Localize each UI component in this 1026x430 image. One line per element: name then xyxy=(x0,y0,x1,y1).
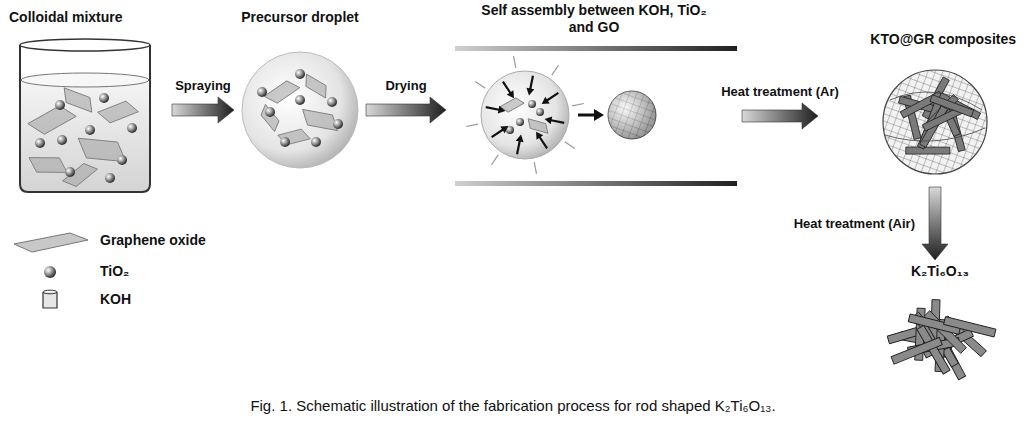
stage-heading: Colloidal mixture xyxy=(9,9,123,26)
process-stage: Colloidal mixture xyxy=(5,8,170,196)
legend-swatch-part xyxy=(44,266,56,278)
beaker-illustration-part-part xyxy=(35,138,45,148)
assembly-illustration-part-part xyxy=(466,124,478,126)
droplet-illustration xyxy=(242,52,358,168)
process-arrow xyxy=(172,97,234,123)
assembly-illustration-part-part xyxy=(552,65,559,75)
process-stage: K₂Ti₆O₁₃ xyxy=(880,262,1000,392)
droplet-illustration-part-part xyxy=(258,103,283,134)
process-arrow xyxy=(922,187,948,260)
beaker-illustration-part-part xyxy=(60,159,99,191)
assembly-illustration-part-part xyxy=(536,108,544,116)
droplet-illustration-part-part xyxy=(300,71,332,101)
assembly-illustration-part xyxy=(466,56,584,174)
legend-swatch-part xyxy=(43,290,57,294)
assembly-illustration-part-part xyxy=(536,132,543,140)
assembly-illustration-part xyxy=(455,181,737,186)
assembly-illustration-part xyxy=(578,114,596,117)
beaker-illustration-part-part xyxy=(58,84,97,116)
stage-heading: Precursor droplet xyxy=(241,9,358,26)
assembly-illustration-part-part xyxy=(516,118,524,126)
assembly-illustration-part-part xyxy=(572,104,584,106)
legend-swatch xyxy=(14,233,88,308)
process-stage: KTO@GR composites xyxy=(820,30,1020,185)
beaker-illustration-part xyxy=(21,73,149,87)
arrow-label: Heat treatment (Air) xyxy=(792,216,917,232)
assembly-illustration-part xyxy=(481,71,569,159)
beaker-illustration xyxy=(20,39,150,192)
process-arrow xyxy=(742,103,818,129)
legend-label: TiO₂ xyxy=(100,263,129,280)
droplet-illustration-part xyxy=(257,69,343,147)
legend-label: Graphene oxide xyxy=(100,232,206,249)
assembly-illustration-part-part xyxy=(514,56,516,68)
assembly-illustration-part xyxy=(608,91,656,139)
beaker-illustration-part-part xyxy=(55,100,65,110)
process-stage: Precursor droplet xyxy=(236,8,364,178)
arrow-label: Spraying xyxy=(173,78,233,94)
assembly-illustration-part xyxy=(608,91,656,139)
assembly-illustration-part xyxy=(455,46,737,51)
rods-illustration xyxy=(887,300,996,380)
assembly-illustration-part-part xyxy=(534,162,536,174)
composite-illustration-part xyxy=(898,77,980,154)
composite-illustration-part xyxy=(885,92,985,141)
figure-caption: Fig. 1. Schematic illustration of the fa… xyxy=(0,397,1026,415)
beaker-illustration-part-part xyxy=(27,153,70,178)
beaker-illustration-part-part xyxy=(117,155,127,165)
assembly-illustration-part-part xyxy=(500,126,508,133)
beaker-illustration-part-part xyxy=(26,102,78,139)
assembly-illustration-part-part xyxy=(528,100,536,108)
beaker-illustration-part-part xyxy=(65,167,75,177)
stage-heading: KTO@GR composites xyxy=(870,31,1016,48)
assembly-illustration-part-part xyxy=(507,90,514,98)
assembly-illustration xyxy=(455,46,737,186)
beaker-illustration-part xyxy=(21,80,149,191)
stage-heading: Self assembly between KOH, TiO₂ and GO xyxy=(479,2,709,36)
droplet-illustration-part xyxy=(242,52,358,168)
process-stage: Self assembly between KOH, TiO₂ and GO xyxy=(448,2,740,192)
assembly-illustration-part-part xyxy=(526,88,534,96)
arrow-label: Drying xyxy=(383,78,428,94)
beaker-illustration-part-part xyxy=(99,93,109,103)
beaker-illustration-part xyxy=(20,39,150,51)
beaker-illustration-part-part xyxy=(85,125,95,135)
rods-illustration-part xyxy=(944,317,996,337)
droplet-illustration-part-part xyxy=(265,107,275,117)
droplet-illustration-part-part xyxy=(327,97,337,107)
beaker-illustration-part-part xyxy=(105,173,115,183)
composite-illustration-part-part xyxy=(906,147,950,154)
process-arrow xyxy=(366,97,446,123)
composite-illustration xyxy=(883,70,987,174)
composite-illustration-part xyxy=(883,70,987,174)
assembly-illustration-part-part xyxy=(542,97,550,104)
beaker-illustration-part-part xyxy=(74,132,130,168)
legend-label: KOH xyxy=(100,291,131,308)
assembly-illustration-part-part xyxy=(498,106,506,114)
rods-illustration-part xyxy=(891,337,942,364)
droplet-illustration-part-part xyxy=(280,137,290,147)
arrow-label: Heat treatment (Ar) xyxy=(719,84,841,100)
assembly-illustration-part-part xyxy=(475,81,485,88)
droplet-illustration-part-part xyxy=(333,119,343,129)
beaker-illustration-part-part xyxy=(57,135,67,145)
assembly-illustration-part-part xyxy=(516,135,524,143)
assembly-illustration-part xyxy=(594,109,604,121)
beaker-illustration-part xyxy=(20,45,150,192)
assembly-illustration-part-part xyxy=(545,116,553,124)
beaker-illustration-part-part xyxy=(127,123,137,133)
beaker-illustration-part xyxy=(26,84,140,191)
droplet-illustration-part-part xyxy=(295,95,305,105)
beaker-illustration-part-part xyxy=(97,99,140,125)
composite-illustration-part-part xyxy=(930,95,974,117)
droplet-illustration-part-part xyxy=(311,137,321,147)
legend-swatch-part xyxy=(43,292,57,308)
assembly-illustration-part-part xyxy=(565,142,575,149)
droplet-illustration-part-part xyxy=(257,87,267,97)
droplet-illustration-part-part xyxy=(295,69,305,79)
assembly-illustration-part-part xyxy=(491,155,498,165)
legend-swatch-part xyxy=(14,233,88,252)
stage-heading: K₂Ti₆O₁₃ xyxy=(911,263,969,280)
